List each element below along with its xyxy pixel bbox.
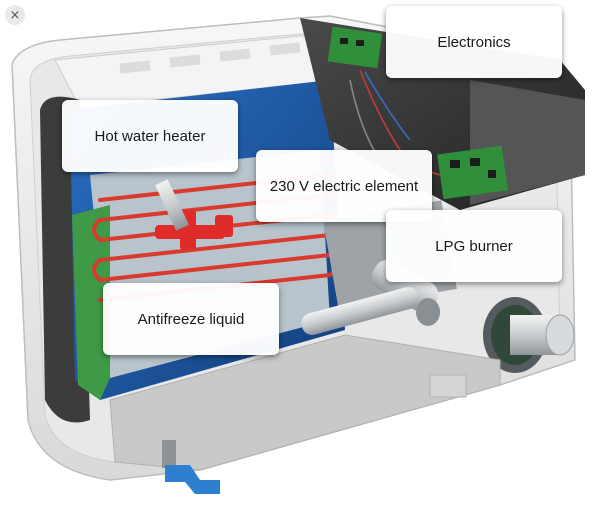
callout-antifreeze-liquid: Antifreeze liquid [103, 283, 279, 355]
close-glyph: × [9, 7, 21, 23]
callout-electronics: Electronics [386, 6, 562, 78]
base-plate [109, 334, 501, 471]
callout-hot-water-heater-label: Hot water heater [94, 127, 206, 145]
callout-electric-element-label: 230 V electric element [269, 177, 419, 195]
callout-hot-water-heater: Hot water heater [62, 100, 238, 172]
flue-outlet [483, 297, 575, 373]
drain-fitting [162, 440, 220, 494]
bottom-pipe [301, 287, 419, 335]
callout-antifreeze-liquid-label: Antifreeze liquid [137, 310, 245, 328]
callout-lpg-burner-label: LPG burner [435, 237, 513, 255]
close-icon[interactable]: × [5, 5, 25, 25]
callout-lpg-burner: LPG burner [386, 210, 562, 282]
antifreeze-layer [72, 205, 110, 400]
pcb-boards [327, 26, 508, 200]
callout-electric-element: 230 V electric element [256, 150, 432, 222]
lid-ribs [119, 42, 301, 74]
side-bracket [429, 374, 467, 398]
valve-pipe [155, 179, 189, 231]
callout-electronics-label: Electronics [437, 33, 511, 51]
